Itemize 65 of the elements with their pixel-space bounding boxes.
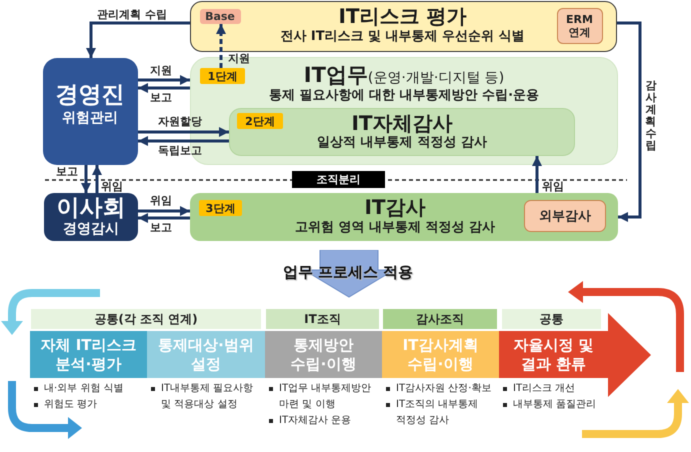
- arrow: [81, 165, 91, 193]
- bullet-item: IT조직의 내부통제 적정성 감사: [385, 397, 501, 429]
- edge-label: 자원할당: [158, 116, 202, 128]
- box-title: IT감사: [364, 195, 426, 219]
- box-title: IT자체감사: [351, 111, 453, 135]
- bullet-item: IT자체감사 운용: [268, 413, 384, 429]
- stage-badge: Base: [200, 8, 240, 24]
- bullet-item: 내·외부 위험 식별: [33, 381, 146, 397]
- bullet-item: IT업무 내부통제방안 마련 및 이행: [268, 381, 384, 413]
- box-subtitle: 경영감시: [63, 221, 119, 238]
- divider-tag: 조직분리: [292, 171, 385, 188]
- box-title: IT업무(운영·개발·디지털 등): [304, 63, 504, 89]
- process-step: 통제방안 수립·이행: [265, 331, 382, 378]
- bullet-item: 내부통제 품질관리: [502, 397, 606, 413]
- edge-label: 지원: [150, 65, 172, 77]
- bullet-item: 위험도 평가: [33, 397, 146, 413]
- edge-label: 지원: [228, 53, 250, 65]
- arrow: [138, 75, 190, 85]
- edge-label: 위임: [150, 195, 172, 207]
- process-step: 자체 IT리스크 분석·평가: [30, 331, 147, 378]
- stage-badge: 2단계: [237, 113, 283, 129]
- arrow: [92, 165, 102, 193]
- tag-box: 외부감사: [524, 200, 606, 232]
- edge-label: 감사계획 수립: [645, 80, 657, 152]
- bullet-item: IT내부통제 필요사항 및 적용대상 설정: [150, 381, 265, 413]
- panel-box: [190, 193, 618, 241]
- box-subtitle: 전사 IT리스크 및 내부통제 우선순위 식별: [280, 28, 525, 44]
- edge-label: 위임: [101, 181, 123, 193]
- dashed-arrow: [216, 24, 226, 68]
- arrow: [86, 22, 190, 58]
- tag-box: ERM 연계: [556, 8, 602, 44]
- edge-label: 보고: [56, 166, 78, 178]
- stage-badge: 1단계: [200, 68, 245, 84]
- edge-label: 보고: [150, 222, 172, 234]
- box-subtitle: 일상적 내부통제 적정성 감사: [317, 135, 487, 151]
- arrow: [138, 136, 229, 146]
- arrow: [138, 83, 190, 93]
- panel-box: [190, 1, 617, 52]
- role-box: [43, 58, 138, 165]
- arrow: [138, 213, 190, 223]
- edge-label: 위임: [542, 181, 564, 193]
- box-title: IT리스크 평가: [338, 4, 467, 28]
- edge-label: 보고: [150, 92, 172, 104]
- box-subtitle: 고위험 영역 내부통제 적정성 감사: [294, 220, 496, 236]
- process-step: IT감사계획 수립·이행: [382, 331, 499, 378]
- arrow: [138, 206, 190, 216]
- process-step: 통제대상·범위 설정: [147, 331, 265, 378]
- group-band: 공통: [502, 309, 601, 329]
- panel-box: [229, 108, 575, 156]
- box-subtitle: 통제 필요사항에 대한 내부통제방안 수립·운용: [268, 88, 540, 104]
- group-band: 감사조직: [383, 309, 497, 329]
- bullet-item: IT감사자원 산정·확보: [385, 381, 501, 397]
- edge-label: 독립보고: [158, 145, 202, 157]
- box-title: 경영진: [56, 81, 124, 109]
- group-band: 공통(각 조직 연계): [31, 309, 261, 329]
- role-box: [44, 193, 138, 241]
- group-band: IT조직: [266, 309, 379, 329]
- arrow: [617, 22, 642, 222]
- box-subtitle: 위험관리: [62, 110, 118, 127]
- bullet-item: IT리스크 개선: [502, 381, 606, 397]
- arrow: [138, 127, 229, 137]
- stage-badge: 3단계: [199, 200, 242, 216]
- box-title: 이사회: [56, 194, 126, 222]
- edge-label: 관리계획 수립: [97, 9, 167, 21]
- arrow: [532, 156, 542, 193]
